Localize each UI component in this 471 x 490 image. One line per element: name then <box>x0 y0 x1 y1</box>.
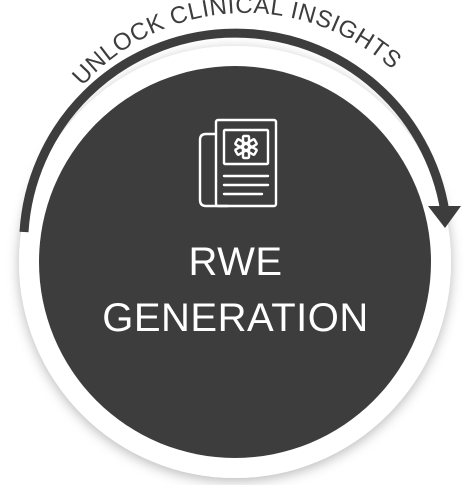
title-line-2: GENERATION <box>102 296 369 340</box>
arrow-head-icon <box>428 206 461 228</box>
title-line-1: RWE <box>188 240 283 284</box>
cycle-arrow <box>19 28 450 233</box>
inner-disc <box>39 66 431 458</box>
medical-document-icon <box>198 118 278 208</box>
